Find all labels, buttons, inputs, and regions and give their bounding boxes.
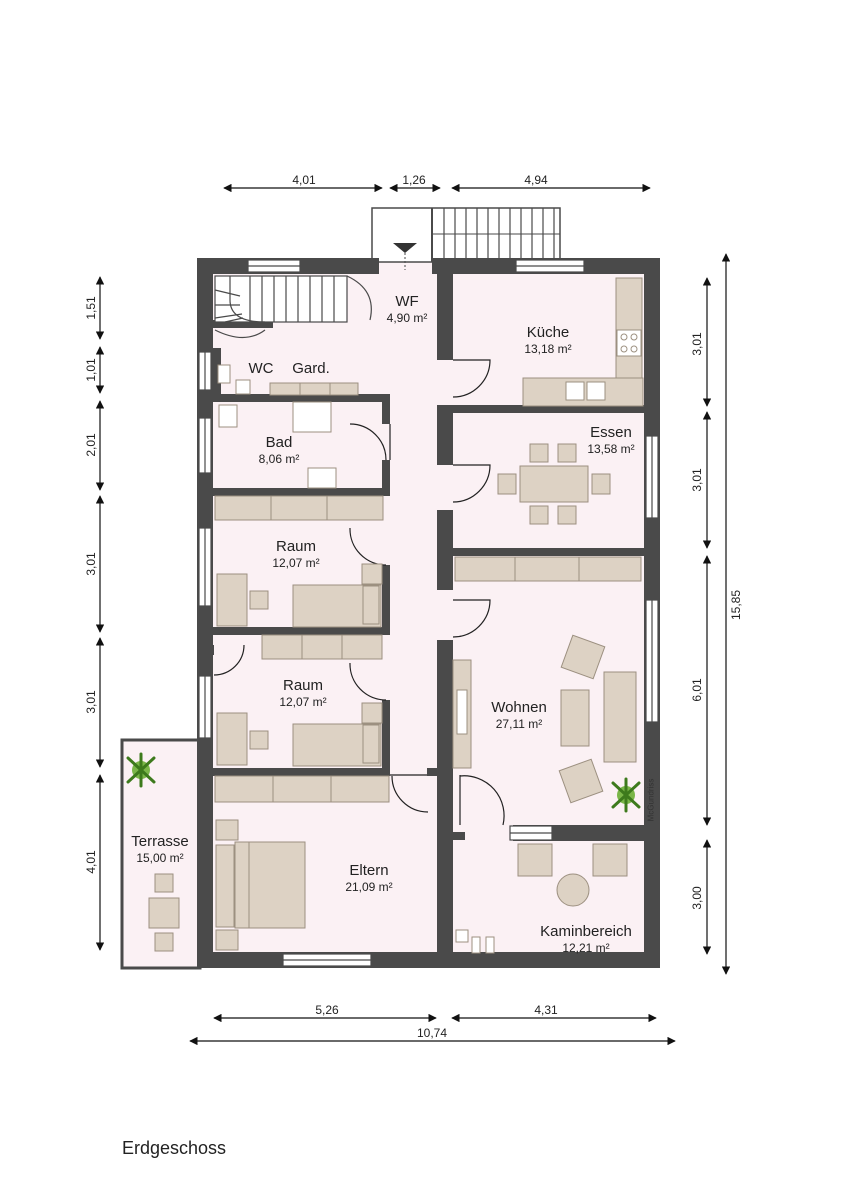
room-area: 13,58 m²: [587, 442, 635, 456]
room-raum-1: Raum 12,07 m²: [272, 538, 319, 571]
room-area: 12,21 m²: [562, 941, 610, 955]
dimension-label: 4,01: [292, 173, 316, 187]
room-kaminbereich: Kaminbereich 12,21 m²: [540, 923, 632, 956]
room-area: 13,18 m²: [524, 342, 572, 356]
room-name: Terrasse: [131, 833, 189, 850]
dimension-label: 10,74: [416, 1026, 448, 1040]
room-name: WF: [395, 293, 419, 310]
room-name: Eltern: [349, 862, 389, 879]
room-essen: Essen 13,58 m²: [587, 424, 634, 457]
room-area: 12,07 m²: [279, 695, 327, 709]
room-raum-2: Raum 12,07 m²: [279, 677, 326, 710]
dimension-label: 2,01: [84, 433, 98, 457]
room-name: Essen: [590, 424, 632, 441]
room-name: Küche: [526, 324, 570, 341]
interior-walls: [200, 270, 645, 955]
room-eltern: Eltern 21,09 m²: [345, 862, 392, 895]
room-wf: WF 4,90 m²: [387, 293, 428, 326]
room-terrasse: Terrasse 15,00 m²: [131, 833, 189, 866]
dimension-label: 3,01: [84, 552, 98, 576]
doors: [213, 359, 505, 826]
dimension-lines: [95, 183, 731, 1046]
plant-icon: [611, 777, 641, 813]
dimension-label: 3,01: [690, 332, 704, 356]
room-name: Gard.: [292, 360, 330, 377]
room-kueche: Küche 13,18 m²: [524, 324, 571, 357]
dimension-label: 4,94: [524, 173, 548, 187]
room-gard: Gard.: [292, 360, 330, 378]
room-area: 4,90 m²: [386, 311, 428, 325]
entrance-steps: [371, 207, 561, 270]
dimension-label: 1,51: [84, 296, 98, 320]
room-name: Bad: [265, 434, 293, 451]
dimension-label: 15,85: [729, 589, 743, 621]
room-area: 27,11 m²: [495, 717, 543, 731]
room-name: Kaminbereich: [540, 923, 632, 940]
room-name: Raum: [282, 677, 324, 694]
plant-icon: [126, 752, 156, 788]
furniture: [148, 277, 644, 954]
room-area: 15,00 m²: [136, 851, 184, 865]
room-name: Raum: [275, 538, 317, 555]
watermark: McGundriss: [646, 778, 656, 822]
dimension-label: 3,00: [690, 886, 704, 910]
dimension-label: 1,01: [84, 358, 98, 382]
room-area: 12,07 m²: [272, 556, 320, 570]
dimension-label: 1,26: [402, 173, 426, 187]
room-area: 8,06 m²: [258, 452, 300, 466]
room-wohnen: Wohnen 27,11 m²: [491, 699, 547, 732]
dimension-label: 4,31: [534, 1003, 558, 1017]
floor-title: Erdgeschoss: [122, 1138, 227, 1158]
room-name: WC: [248, 360, 274, 377]
room-name: Wohnen: [491, 699, 547, 716]
dimension-label: 3,01: [690, 468, 704, 492]
room-wc: WC: [249, 360, 274, 378]
entrance-arrow-icon: [393, 243, 417, 253]
dimension-label: 4,01: [84, 850, 98, 874]
interior-stair: [214, 275, 372, 339]
room-bad: Bad 8,06 m²: [259, 434, 300, 467]
dimension-label: 5,26: [315, 1003, 339, 1017]
windows: [198, 259, 659, 967]
dimension-label: 3,01: [84, 690, 98, 714]
room-area: 21,09 m²: [345, 880, 393, 894]
dimension-label: 6,01: [690, 678, 704, 702]
terrace-floor: [120, 738, 202, 970]
